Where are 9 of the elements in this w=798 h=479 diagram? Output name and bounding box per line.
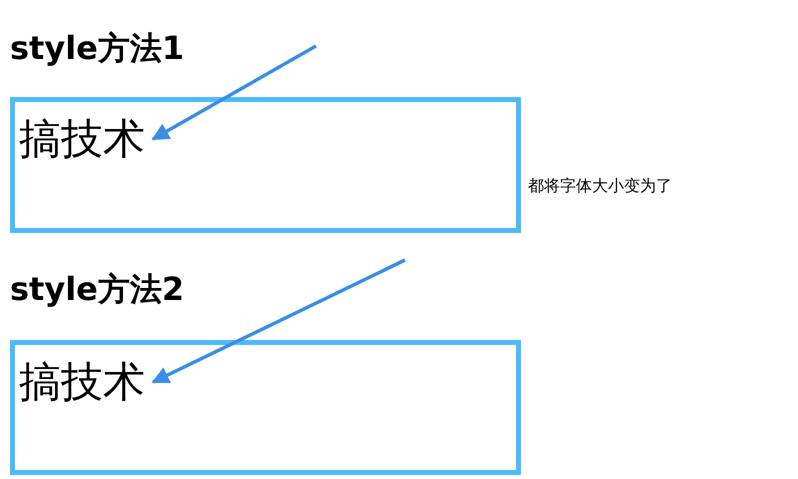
large-text: 搞技术 — [19, 116, 145, 162]
large-text: 搞技术 — [19, 359, 145, 406]
arrow — [151, 44, 317, 141]
arrow — [151, 258, 406, 384]
note-text: 都将字体大小变为了 — [528, 176, 672, 197]
heading: style方法2 — [10, 269, 184, 310]
outlined-box — [10, 340, 521, 475]
heading: style方法1 — [10, 28, 184, 69]
outlined-box — [10, 97, 521, 233]
